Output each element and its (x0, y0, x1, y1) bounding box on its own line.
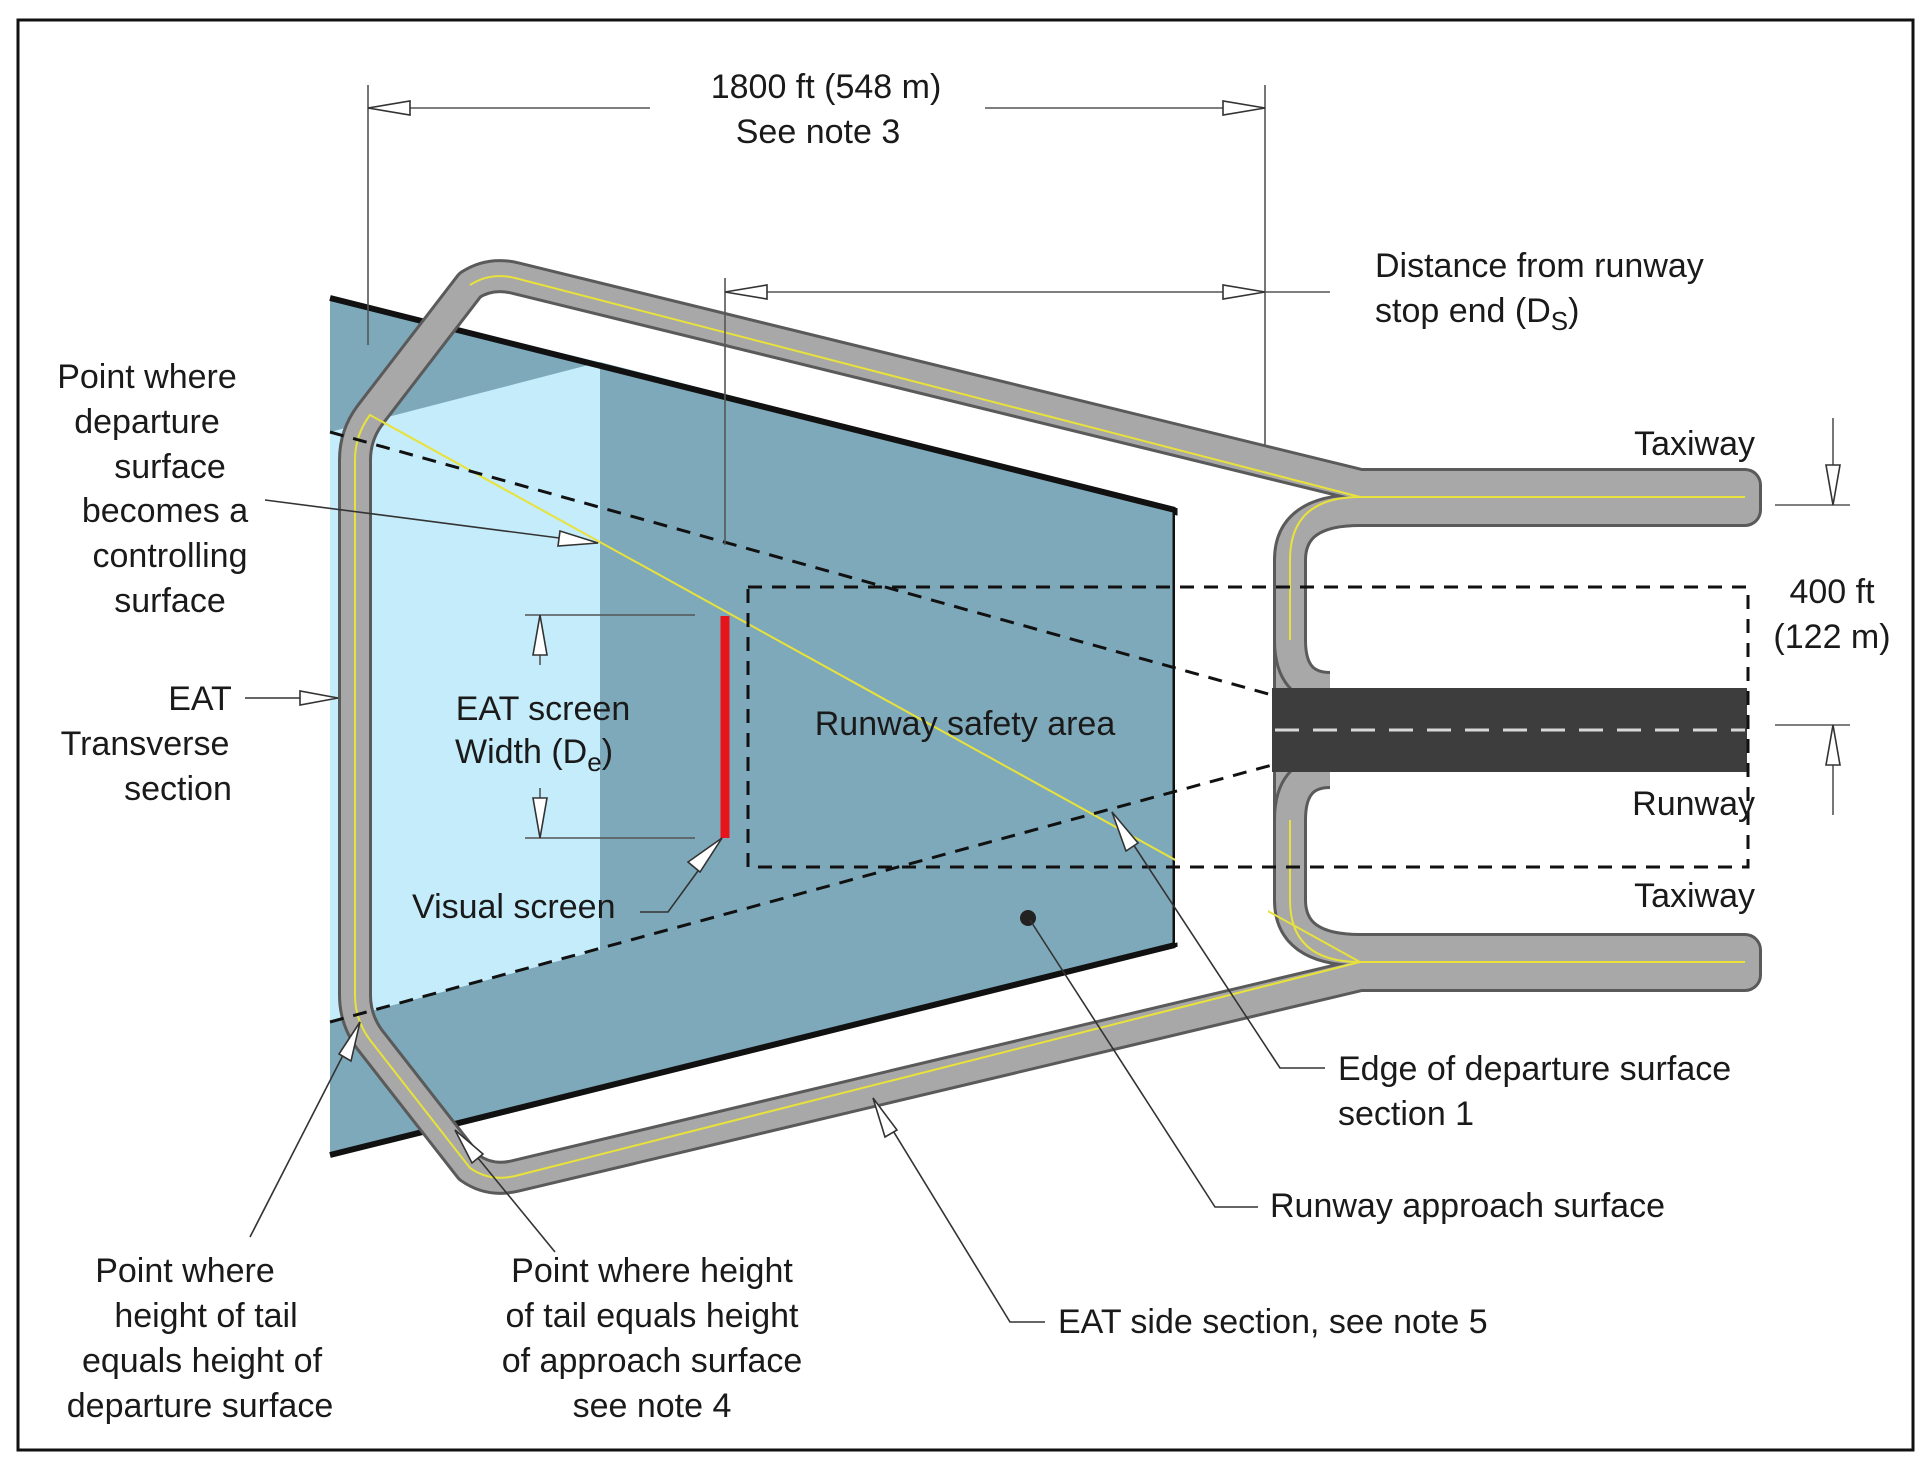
eat-transverse-zone (330, 298, 600, 1155)
svg-text:controlling: controlling (93, 537, 248, 575)
eat-screen-line2: Width (De) (455, 733, 613, 777)
visual-screen-label: Visual screen (412, 888, 616, 926)
svg-text:Point where height: Point where height (511, 1252, 793, 1290)
svg-text:section: section (124, 770, 232, 808)
svg-text:Point where: Point where (95, 1252, 275, 1290)
ds-label-line2: stop end (DS) (1375, 292, 1579, 336)
tail-approach-label: Point where height of tail equals height… (502, 1252, 803, 1425)
edge-departure-leader (1111, 811, 1325, 1069)
svg-text:departure: departure (74, 403, 220, 441)
gap-label-line2: (122 m) (1773, 618, 1890, 656)
eat-screen-line1: EAT screen (456, 690, 630, 728)
bottom-edge-line (329, 942, 1176, 1158)
svg-text:Transverse: Transverse (61, 725, 230, 763)
eat-side-label: EAT side section, see note 5 (1058, 1303, 1488, 1341)
width-label: 1800 ft (548 m) (711, 68, 942, 106)
svg-text:Point where: Point where (57, 358, 237, 396)
runway-approach-label: Runway approach surface (1270, 1187, 1665, 1225)
tail-departure-label: Point where height of tail equals height… (67, 1252, 334, 1425)
tail-departure-leader (249, 1021, 361, 1238)
svg-text:surface: surface (114, 582, 226, 620)
top-edge-line (329, 295, 1176, 513)
svg-text:departure surface: departure surface (67, 1387, 334, 1425)
taxiway-top-label: Taxiway (1634, 425, 1755, 463)
svg-text:section 1: section 1 (1338, 1095, 1474, 1133)
taxiway-loop (338, 259, 1762, 1195)
gap-label-line1: 400 ft (1789, 573, 1875, 611)
departure-control-leader (264, 499, 599, 547)
eat-screen-dimension (525, 614, 695, 839)
svg-text:equals height of: equals height of (82, 1342, 323, 1380)
svg-text:of approach surface: of approach surface (502, 1342, 803, 1380)
width-dimension (367, 85, 1266, 445)
departure-surface-zone-core (600, 362, 1175, 1062)
runway-label: Runway (1632, 785, 1755, 823)
eat-transverse-leader (245, 690, 339, 706)
runway-gap-dimension (1775, 418, 1850, 815)
eat-side-leader (872, 1097, 1045, 1323)
width-note: See note 3 (736, 113, 900, 151)
svg-text:see note 4: see note 4 (573, 1387, 732, 1425)
edge-departure-label: Edge of departure surface section 1 (1338, 1050, 1731, 1133)
svg-text:EAT: EAT (168, 680, 232, 718)
departure-control-label: Point where departure surface becomes a … (57, 358, 248, 620)
svg-text:becomes a: becomes a (82, 492, 248, 530)
runway-safety-area-label: Runway safety area (815, 705, 1116, 743)
runway-approach-leader (1029, 919, 1258, 1208)
taxiway-bottom-label: Taxiway (1634, 877, 1755, 915)
ds-label-line1: Distance from runway (1375, 247, 1704, 285)
svg-text:Edge of departure surface: Edge of departure surface (1338, 1050, 1731, 1088)
svg-text:surface: surface (114, 448, 226, 486)
visual-screen-leader (640, 837, 723, 913)
svg-text:height of tail: height of tail (114, 1297, 297, 1335)
svg-text:of tail equals height: of tail equals height (506, 1297, 800, 1335)
approach-surface-dot (1020, 910, 1036, 926)
eat-transverse-label: EAT Transverse section (61, 680, 232, 808)
tail-approach-leader (454, 1129, 556, 1253)
dashed-guides (329, 430, 1750, 1024)
loop-inner-clear (1175, 515, 1268, 943)
ds-dimension (724, 278, 1330, 545)
